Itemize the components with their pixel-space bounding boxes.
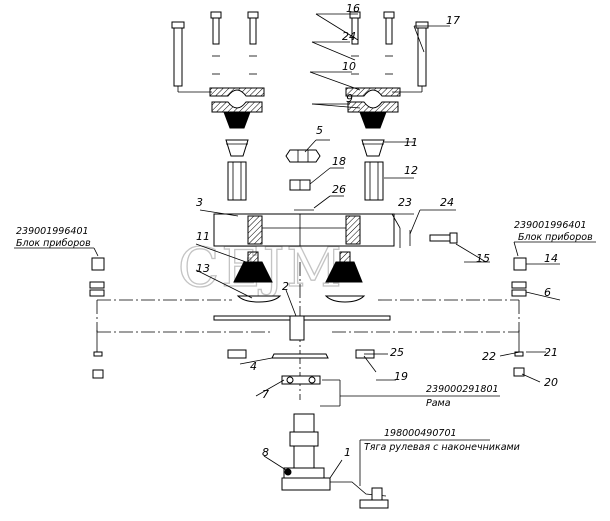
label-13: 13 [196,262,210,275]
label-18: 18 [332,155,346,168]
seal-ring-right [325,251,363,283]
label-6: 6 [544,286,551,299]
label-2: 2 [282,280,289,293]
label-8: 8 [262,446,269,459]
right-block-code: 239001996401 [514,220,587,231]
leader-lines [14,13,596,486]
short-bolt-left-2 [247,11,259,75]
seal-ring-left [233,251,273,283]
short-bolt-left-1 [210,11,222,75]
spacer-washer [289,179,311,191]
left-block-name: Блок приборов [16,238,91,249]
pad-left [236,295,282,303]
sleeve-right [364,161,384,201]
label-20: 20 [544,376,558,389]
label-4: 4 [250,360,257,373]
label-11-left: 11 [196,230,210,243]
label-17: 17 [446,14,460,27]
label-9: 9 [346,92,353,105]
label-7: 7 [262,388,269,401]
frame-code: 239000291801 [426,384,499,395]
right-block-name: Блок приборов [518,232,593,243]
label-3: 3 [196,196,203,209]
frame-name: Рама [426,398,451,409]
clamp-lower-right [347,101,399,129]
label-10: 10 [342,60,356,73]
left-block-code: 239001996401 [16,226,89,237]
reference-labels: 239001996401 Блок приборов 239001996401 … [16,220,593,453]
label-5: 5 [316,124,323,137]
sleeve-left [227,161,247,201]
label-24-top: 24 [342,30,356,43]
pad-right [324,295,366,303]
bracket-plate [213,315,391,341]
side-pin [399,228,411,248]
label-25: 25 [390,346,404,359]
label-22: 22 [482,350,496,363]
left-mount-stack [89,257,105,379]
long-bolt-right [392,21,429,93]
long-bolt-left [171,21,212,93]
short-bolt-right-1 [349,11,361,75]
label-26: 26 [332,183,346,196]
label-21: 21 [544,346,558,359]
lower-clamp [281,375,321,385]
label-15: 15 [476,252,490,265]
short-bolt-right-2 [383,11,395,75]
bushing-flange-right [361,139,385,157]
label-23: 23 [398,196,412,209]
clamp-upper-right [345,87,401,97]
label-14: 14 [544,252,558,265]
right-mount-stack [511,257,527,377]
label-16: 16 [346,2,360,15]
label-11-right: 11 [404,136,418,149]
central-body [213,213,395,247]
rod-name: Тяга рулевая с наконечниками [364,442,520,453]
steering-shaft [281,413,331,491]
label-19: 19 [394,370,408,383]
bracket-cover [271,353,329,359]
part-labels: 16 17 24 10 9 5 11 18 12 26 3 23 24 11 1… [196,2,558,459]
label-24-right: 24 [440,196,454,209]
bushing-flange-left [225,139,249,157]
side-bolt [429,232,458,244]
label-1: 1 [344,446,351,459]
clamp-lower-left [211,101,263,129]
hex-nut [285,149,321,163]
washer-left [227,349,247,359]
clamp-upper-left [209,87,265,97]
steering-rod [330,481,389,509]
label-12: 12 [404,164,418,177]
rod-code: 198000490701 [384,428,457,439]
